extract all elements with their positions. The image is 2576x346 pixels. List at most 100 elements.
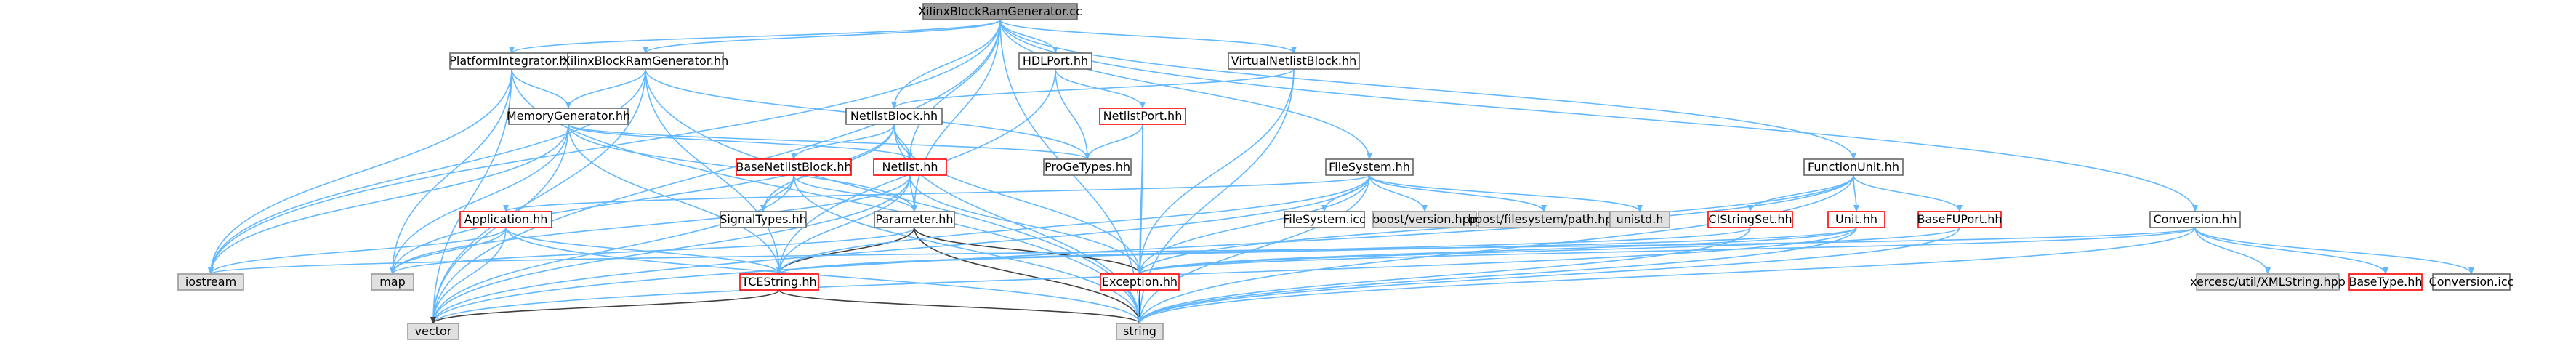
graph-node-unistd[interactable]: unistd.h bbox=[1609, 211, 1670, 228]
graph-node-basetype[interactable]: BaseType.hh bbox=[2348, 273, 2423, 291]
node-label: string bbox=[1123, 324, 1156, 338]
graph-node-filesystemicc[interactable]: FileSystem.icc bbox=[1283, 211, 1366, 228]
edge-netlist-to-map bbox=[390, 174, 911, 275]
node-box bbox=[459, 211, 552, 228]
node-box bbox=[2348, 273, 2423, 291]
edge-root-to-pi bbox=[509, 19, 1001, 54]
edge-pi-to-memgen bbox=[511, 68, 571, 109]
node-box bbox=[1284, 211, 1365, 228]
graph-node-netlist[interactable]: Netlist.hh bbox=[873, 158, 947, 176]
node-box bbox=[2149, 211, 2241, 228]
graph-node-filesystem[interactable]: FileSystem.hh bbox=[1325, 158, 1414, 176]
edge-application-to-map bbox=[390, 227, 507, 275]
edge-functionunit-to-unit bbox=[1853, 174, 1859, 212]
node-box bbox=[1609, 211, 1670, 228]
edge-xbrg-to-iostream bbox=[208, 68, 646, 275]
graph-node-xercesc[interactable]: xercesc/util/XMLString.hpp bbox=[2190, 273, 2346, 291]
node-box bbox=[2432, 273, 2511, 291]
edge-root-to-netlistblock bbox=[891, 19, 1001, 109]
node-label: XilinxBlockRamGenerator.cc bbox=[918, 4, 1082, 18]
graph-node-vnb[interactable]: VirtualNetlistBlock.hh bbox=[1228, 52, 1360, 70]
graph-node-netlistblock[interactable]: NetlistBlock.hh bbox=[845, 108, 943, 125]
node-label: boost/version.hpp bbox=[1372, 212, 1477, 226]
graph-node-conversionicc[interactable]: Conversion.icc bbox=[2429, 273, 2514, 291]
edge-netlistport-to-progetypes bbox=[1084, 124, 1143, 160]
graph-node-xbrg[interactable]: XilinxBlockRamGenerator.hh bbox=[563, 52, 728, 70]
graph-node-application[interactable]: Application.hh bbox=[459, 211, 552, 228]
node-box bbox=[739, 273, 819, 291]
edge-basefuport-to-exception bbox=[1137, 227, 1960, 275]
edge-root-to-filesystem bbox=[999, 19, 1372, 160]
edge-vnb-to-netlistblock bbox=[891, 68, 1295, 109]
graph-node-hdlport[interactable]: HDLPort.hh bbox=[1018, 52, 1092, 70]
edge-filesystem-to-application bbox=[503, 174, 1370, 212]
edge-netlist-to-tcestring bbox=[776, 174, 911, 275]
graph-node-string[interactable]: string bbox=[1116, 323, 1164, 340]
node-label: Unit.hh bbox=[1835, 212, 1877, 226]
graph-node-boostfs[interactable]: boost/filesystem/path.hpp bbox=[1468, 211, 1620, 228]
node-box bbox=[1803, 158, 1904, 176]
node-label: FileSystem.hh bbox=[1329, 160, 1410, 174]
graph-node-tcestring[interactable]: TCEString.hh bbox=[739, 273, 819, 291]
node-box bbox=[371, 273, 414, 291]
node-label: Netlist.hh bbox=[882, 160, 938, 174]
graph-node-map[interactable]: map bbox=[371, 273, 414, 291]
edge-filesystem-to-boostfs bbox=[1369, 174, 1547, 212]
node-label: unistd.h bbox=[1617, 212, 1664, 226]
edge-filesystem-to-boostversion bbox=[1369, 174, 1428, 212]
graph-node-unit[interactable]: Unit.hh bbox=[1827, 211, 1885, 228]
edge-netlistblock-to-exception bbox=[893, 124, 1143, 275]
edge-application-to-string bbox=[505, 227, 1143, 324]
graph-node-vector[interactable]: vector bbox=[407, 323, 459, 340]
graph-node-pi[interactable]: PlatformIntegrator.hh bbox=[449, 52, 574, 70]
node-label: BaseFUPort.hh bbox=[1917, 212, 2003, 226]
graph-node-exception[interactable]: Exception.hh bbox=[1100, 273, 1180, 291]
edge-basenb-to-vector bbox=[430, 174, 794, 324]
node-box bbox=[1478, 211, 1610, 228]
node-box bbox=[873, 158, 947, 176]
edge-root-to-vector bbox=[430, 19, 1001, 324]
node-box bbox=[1099, 108, 1186, 125]
node-label: CIStringSet.hh bbox=[1708, 212, 1792, 226]
graph-node-root[interactable]: XilinxBlockRamGenerator.cc bbox=[918, 3, 1082, 20]
edge-root-to-netlist bbox=[907, 19, 1001, 160]
node-box bbox=[1018, 52, 1092, 70]
graph-node-functionunit[interactable]: FunctionUnit.hh bbox=[1803, 158, 1904, 176]
edge-functionunit-to-basefuport bbox=[1853, 174, 1963, 212]
edge-application-to-vector bbox=[430, 227, 507, 324]
graph-node-netlistport[interactable]: NetlistPort.hh bbox=[1099, 108, 1186, 125]
node-box bbox=[1043, 158, 1132, 176]
graph-node-basenb[interactable]: BaseNetlistBlock.hh bbox=[736, 158, 852, 176]
edge-root-to-vnb bbox=[999, 19, 1297, 54]
edge-functionunit-to-string bbox=[1137, 174, 1854, 324]
graph-node-cistringset[interactable]: CIStringSet.hh bbox=[1707, 211, 1793, 228]
node-label: ProGeTypes.hh bbox=[1045, 160, 1130, 174]
node-box bbox=[1707, 211, 1793, 228]
graph-node-conversion[interactable]: Conversion.hh bbox=[2149, 211, 2241, 228]
graph-node-iostream[interactable]: iostream bbox=[177, 273, 244, 291]
node-box bbox=[177, 273, 244, 291]
graph-node-progetypes[interactable]: ProGeTypes.hh bbox=[1043, 158, 1132, 176]
edge-netlistblock-to-basenb bbox=[791, 124, 895, 160]
node-box bbox=[407, 323, 459, 340]
node-box bbox=[2196, 273, 2340, 291]
node-box bbox=[1917, 211, 2002, 228]
edge-netlist-to-exception bbox=[909, 174, 1143, 275]
node-label: SignalTypes.hh bbox=[720, 212, 807, 226]
edge-filesystem-to-exception bbox=[1137, 174, 1370, 275]
node-label: MemoryGenerator.hh bbox=[507, 109, 630, 123]
edge-tcestring-to-string bbox=[778, 289, 1143, 324]
graph-node-boostversion[interactable]: boost/version.hpp bbox=[1372, 211, 1477, 228]
graph-node-memgen[interactable]: MemoryGenerator.hh bbox=[507, 108, 630, 125]
node-box bbox=[922, 3, 1078, 20]
node-box bbox=[1100, 273, 1180, 291]
node-label: Application.hh bbox=[464, 212, 548, 226]
node-box bbox=[1228, 52, 1360, 70]
graph-node-basefuport[interactable]: BaseFUPort.hh bbox=[1917, 211, 2003, 228]
edge-conversion-to-conversionicc bbox=[2194, 227, 2474, 275]
graph-node-signaltypes[interactable]: SignalTypes.hh bbox=[720, 211, 807, 228]
edge-pi-to-vector bbox=[430, 68, 512, 324]
edge-filesystem-to-string bbox=[1137, 174, 1370, 324]
node-box bbox=[736, 158, 852, 176]
graph-node-parameter[interactable]: Parameter.hh bbox=[874, 211, 955, 228]
